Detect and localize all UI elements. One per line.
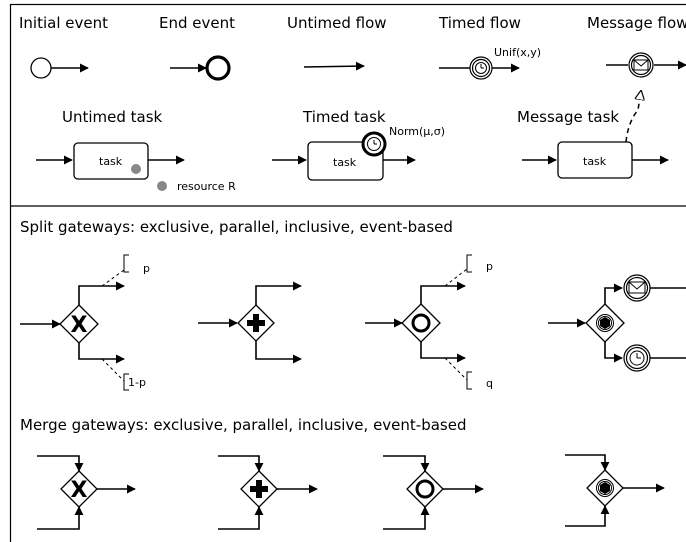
x-marker-icon: X — [71, 478, 88, 503]
end-event-label: End event — [159, 14, 235, 32]
parallel-split-gateway — [198, 281, 302, 364]
split-prob-1-p: 1-p — [128, 376, 146, 389]
circle-marker-icon — [411, 313, 431, 333]
timed-task-symbol: task — [272, 131, 416, 181]
inclusive-split-gateway — [365, 254, 472, 390]
merge-heading: Merge gateways: exclusive, parallel, inc… — [20, 416, 466, 434]
resource-legend-dot — [157, 181, 167, 191]
message-task-text: task — [583, 155, 607, 168]
message-flow-symbol — [606, 52, 686, 78]
message-flow-label: Message flow — [587, 14, 686, 32]
resource-dot — [131, 164, 141, 174]
split-prob-p: p — [143, 262, 150, 275]
untimed-task-label: Untimed task — [62, 108, 163, 126]
x-marker-icon: X — [71, 313, 88, 338]
timed-flow-param: Unif(x,y) — [494, 46, 541, 59]
plus-marker-icon — [250, 480, 268, 498]
timed-flow-label: Timed flow — [438, 14, 521, 32]
exclusive-split-gateway: X — [20, 254, 129, 391]
end-event-symbol — [170, 55, 231, 81]
message-link-dashed — [625, 91, 641, 143]
timer-icon — [469, 56, 493, 80]
split-heading: Split gateways: exclusive, parallel, inc… — [20, 218, 453, 236]
plus-marker-icon — [247, 314, 265, 332]
envelope-icon — [628, 52, 654, 78]
initial-event-label: Initial event — [19, 14, 108, 32]
split-prob-q: q — [486, 377, 493, 390]
event-marker-icon — [596, 314, 614, 332]
event-based-merge-gateway — [565, 454, 665, 527]
untimed-task-symbol: task — [36, 142, 185, 180]
untimed-flow-arrow — [303, 61, 365, 71]
timed-task-param: Norm(μ,σ) — [389, 125, 445, 138]
resource-label: resource R — [177, 180, 236, 193]
exclusive-merge-gateway: X — [37, 455, 136, 530]
untimed-task-text: task — [99, 155, 123, 168]
circle-marker-icon — [415, 479, 435, 499]
envelope-icon — [623, 274, 651, 302]
timer-icon — [623, 344, 651, 372]
timed-task-label: Timed task — [302, 108, 386, 126]
event-based-split-gateway — [548, 274, 686, 372]
event-marker-icon — [596, 479, 614, 497]
timed-flow-symbol — [439, 56, 520, 80]
message-task-symbol: task — [522, 91, 669, 179]
legend-frame — [9, 3, 686, 542]
message-task-label: Message task — [517, 108, 619, 126]
split-prob-p2: p — [486, 260, 493, 273]
initial-event-symbol — [30, 57, 89, 79]
inclusive-merge-gateway — [383, 455, 484, 530]
parallel-merge-gateway — [218, 455, 318, 530]
timer-icon — [361, 131, 387, 157]
timed-task-text: task — [333, 156, 357, 169]
untimed-flow-label: Untimed flow — [287, 14, 387, 32]
